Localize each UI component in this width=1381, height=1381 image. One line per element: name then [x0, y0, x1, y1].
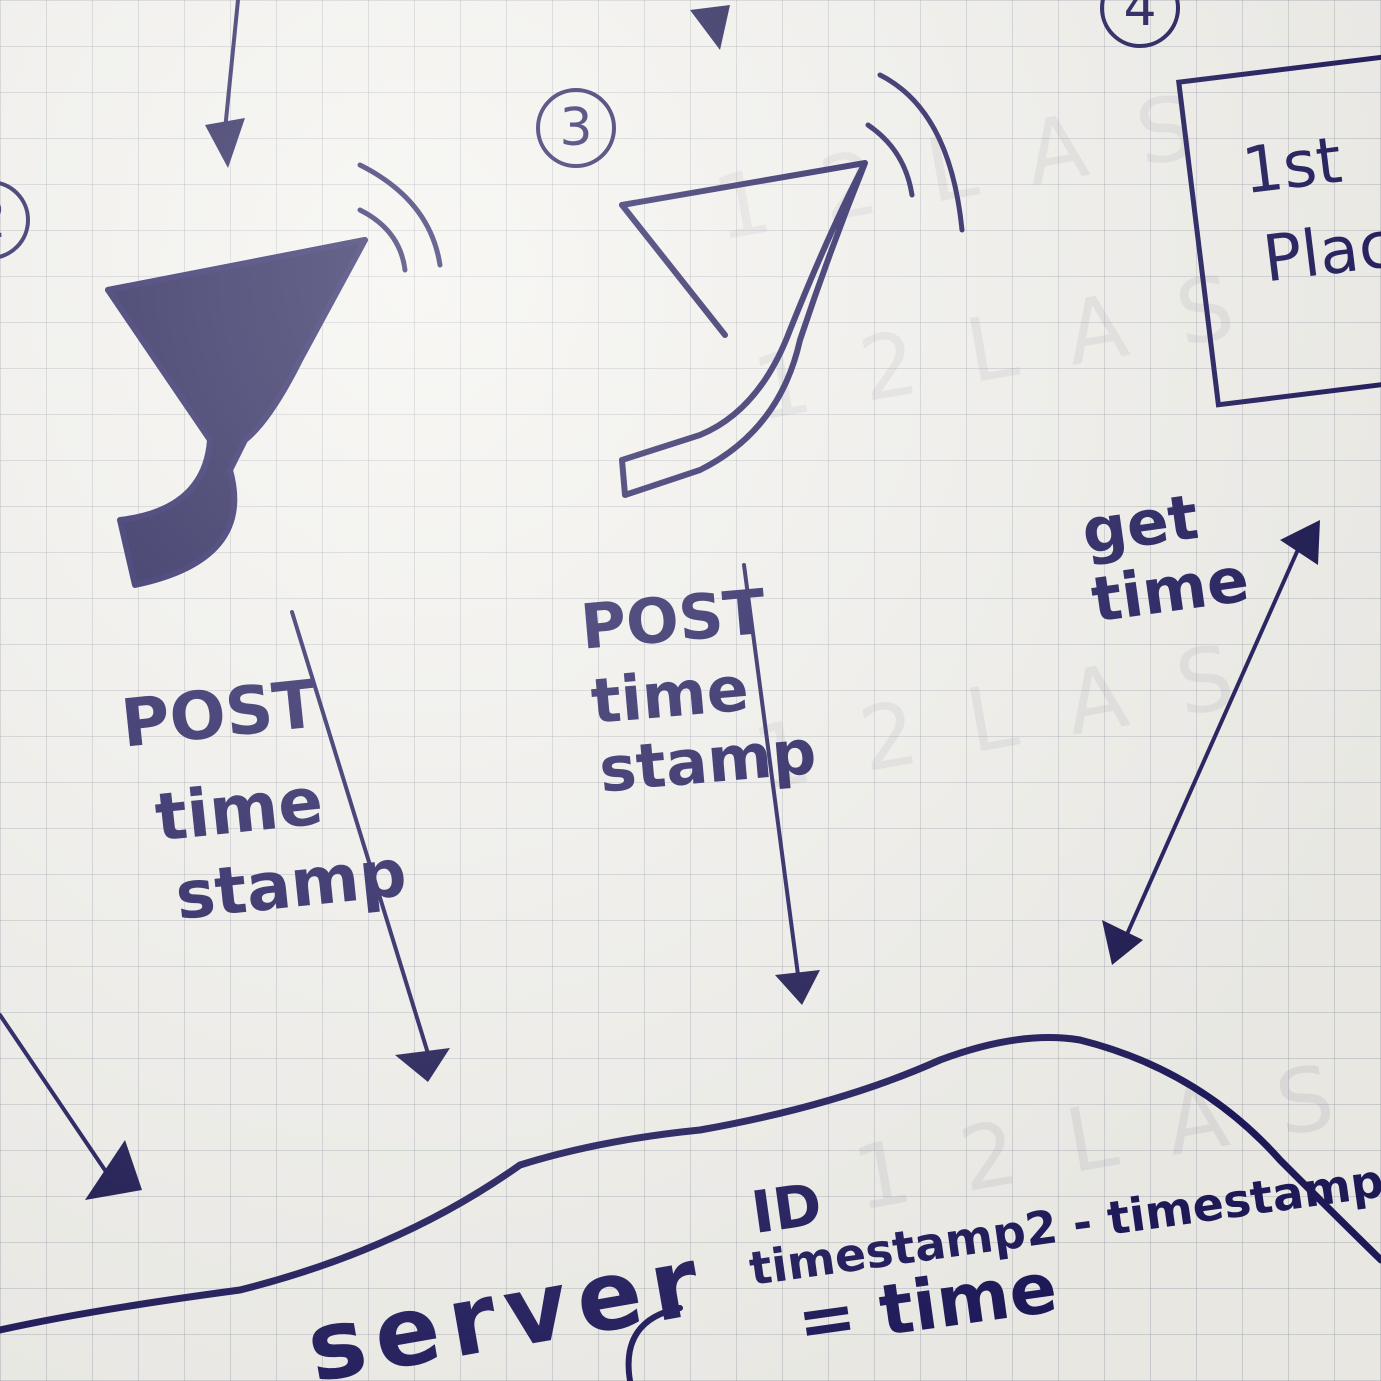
- get-time-label: get time: [1077, 478, 1253, 637]
- ghost-text: 1 2 L A S: [706, 73, 1213, 261]
- cup-side: [619, 202, 728, 338]
- arrow-step2-to-server: [290, 610, 432, 1062]
- filled-cup-icon: [105, 237, 368, 588]
- signal-wave-icon: [357, 207, 408, 273]
- step2-label: POST time stamp: [118, 662, 410, 934]
- arrow-step3-to-server: [742, 563, 802, 992]
- signal-wave-icon: [357, 162, 443, 268]
- step-number-3: 3: [536, 88, 616, 168]
- cup-rim: [105, 237, 368, 293]
- step3-line-3: stamp: [596, 715, 820, 807]
- arrowhead-icon: [85, 1140, 142, 1200]
- empty-cup-icon: [619, 160, 868, 498]
- arrowhead-icon: [775, 970, 820, 1005]
- incoming-arrow-2: [223, 0, 240, 132]
- arrowhead-icon: [395, 1048, 450, 1082]
- server-cloud-outline: [0, 1034, 1381, 1334]
- step3-line-1: POST: [577, 574, 769, 664]
- arrow-step4-get-time: [1118, 543, 1302, 952]
- box-line-1: 1st: [1238, 123, 1346, 210]
- box-line-2: Place: [1259, 203, 1381, 298]
- step3-label: POST time stamp: [577, 574, 820, 807]
- arrowhead-icon: [690, 5, 730, 50]
- arrowhead-icon: [1280, 520, 1320, 565]
- signal-wave-icon: [877, 72, 965, 233]
- signal-wave-icon: [865, 122, 915, 198]
- arrow-step1-to-server: [0, 1013, 117, 1187]
- arrowhead-icon: [205, 118, 245, 168]
- arrowhead-icon: [1102, 920, 1143, 965]
- ghost-text: 1 2 L A S: [746, 623, 1253, 811]
- server-bracket: [625, 1305, 683, 1381]
